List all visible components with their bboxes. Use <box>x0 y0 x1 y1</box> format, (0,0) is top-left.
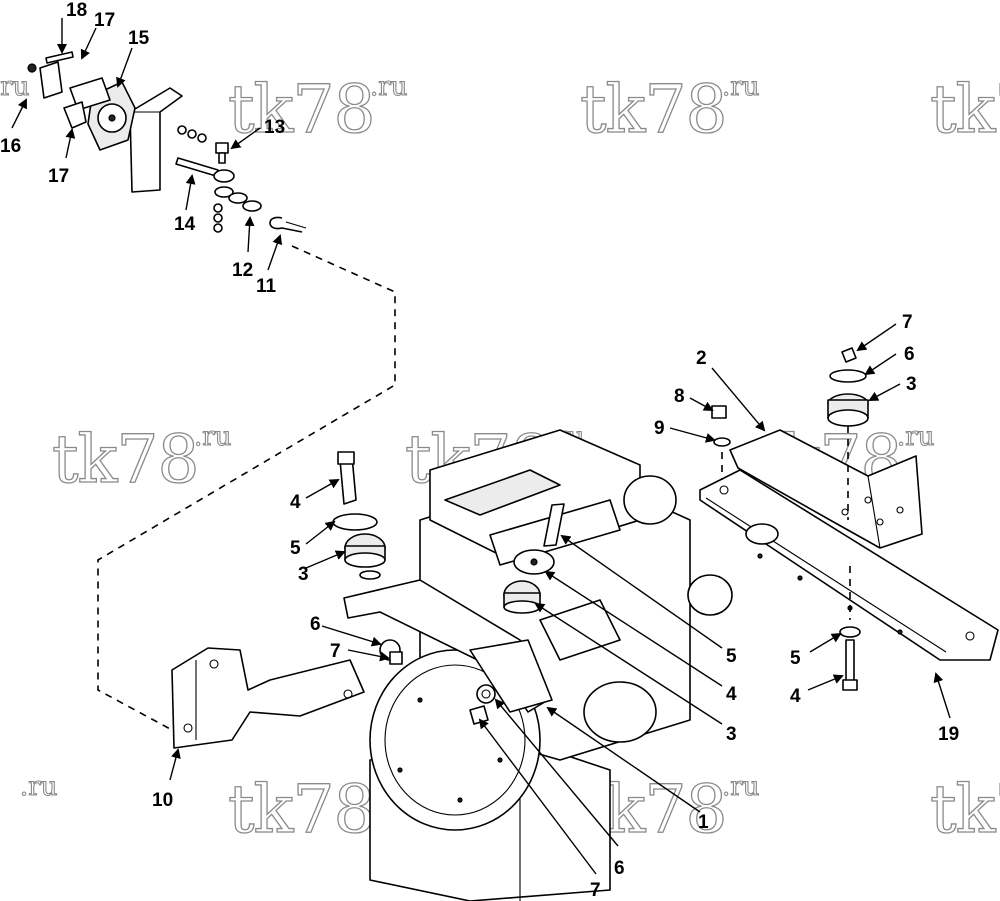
watermark-suffix: .ru <box>20 772 57 802</box>
callout-17: 17 <box>94 10 115 31</box>
callout-10: 10 <box>152 790 173 811</box>
upper-bracket-assembly <box>27 51 307 233</box>
callout-4: 4 <box>790 686 801 707</box>
callout-4: 4 <box>726 684 737 705</box>
callout-11: 11 <box>256 276 277 297</box>
watermark-text: tk78 <box>228 771 375 848</box>
watermark-text: tk78 <box>580 71 727 148</box>
right-isolator-stack <box>711 347 869 691</box>
callout-6: 6 <box>904 344 915 365</box>
watermark-text: tk78 <box>930 771 1000 848</box>
callout-7: 7 <box>590 880 601 901</box>
watermark-suffix: .ru <box>0 72 29 102</box>
callout-7: 7 <box>902 312 913 333</box>
callout-5: 5 <box>790 648 801 669</box>
callout-5: 5 <box>290 538 301 559</box>
watermark-suffix: .ru <box>194 422 231 452</box>
callout-8: 8 <box>674 386 685 407</box>
callout-16: 16 <box>0 136 21 157</box>
rear-bracket-10 <box>171 647 365 749</box>
watermark-suffix: .ru <box>897 422 934 452</box>
watermark-text: tk78 <box>228 71 375 148</box>
left-isolator-stack <box>332 451 386 580</box>
center-isolator-stack <box>503 503 565 614</box>
callout-14: 14 <box>174 214 196 235</box>
callout-9: 9 <box>654 418 665 439</box>
callout-3: 3 <box>298 564 309 585</box>
watermark-suffix: .ru <box>722 772 759 802</box>
callout-3: 3 <box>726 724 737 745</box>
callout-6: 6 <box>614 858 625 879</box>
watermark-text: tk78 <box>52 421 199 498</box>
callout-19: 19 <box>938 724 959 745</box>
callout-2: 2 <box>696 348 707 369</box>
watermark-text: tk78 <box>930 71 1000 148</box>
callout-3: 3 <box>906 374 917 395</box>
callout-13: 13 <box>264 117 285 138</box>
watermark-suffix: .ru <box>370 72 407 102</box>
right-bracket-2 <box>729 429 923 549</box>
watermark-suffix: .ru <box>722 72 759 102</box>
callout-4: 4 <box>290 492 301 513</box>
callout-labels: 18 17 15 16 17 13 14 12 11 4 5 3 6 7 10 … <box>0 0 959 901</box>
callout-7: 7 <box>330 641 341 662</box>
callout-5: 5 <box>726 646 737 667</box>
cable-routing-dashed-line <box>97 245 396 731</box>
callout-12: 12 <box>232 260 253 281</box>
front-mount-bracket <box>343 579 553 725</box>
leader-lines <box>11 18 951 875</box>
callout-15: 15 <box>128 28 150 49</box>
callout-1: 1 <box>698 812 709 833</box>
callout-18: 18 <box>66 0 87 21</box>
callout-17: 17 <box>48 166 69 187</box>
callout-6: 6 <box>310 614 321 635</box>
